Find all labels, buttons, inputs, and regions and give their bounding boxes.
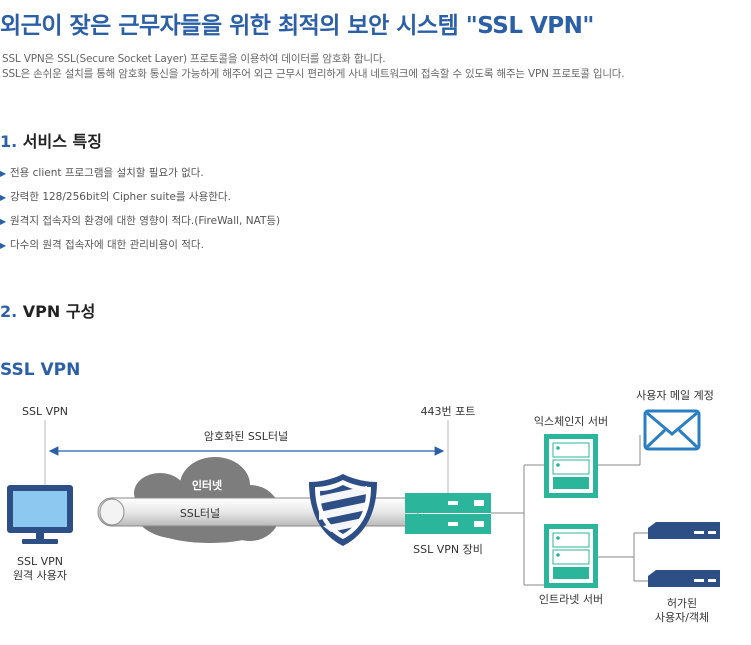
- ssl-vpn-device-icon: [405, 493, 491, 534]
- feature-text: 다수의 원격 접속자에 대한 관리비용이 적다.: [10, 239, 204, 251]
- connector-lines: [491, 435, 648, 586]
- label-ssl-vpn: SSL VPN: [22, 405, 68, 418]
- ssl-vpn-diagram: SSL VPN 443번 포트 암호화된 SSL터널 인터넷 SSL터널 SSL…: [7, 388, 720, 624]
- shield-icon: [309, 474, 377, 546]
- feature-item: ▶강력한 128/256bit의 Cipher suite를 사용한다.: [0, 190, 280, 214]
- bullet-icon: ▶: [0, 169, 7, 178]
- intro-line-1: SSL VPN은 SSL(Secure Socket Layer) 프로토콜을 …: [2, 53, 386, 65]
- feature-item: ▶전용 client 프로그램을 설치할 필요가 없다.: [0, 166, 280, 190]
- section-heading-features: 1. 서비스 특징: [0, 128, 102, 152]
- label-encrypted-tunnel: 암호화된 SSL터널: [204, 430, 288, 443]
- bullet-icon: ▶: [0, 217, 7, 226]
- feature-text: 전용 client 프로그램을 설치할 필요가 없다.: [10, 167, 204, 179]
- bullet-icon: ▶: [0, 193, 7, 202]
- label-internet: 인터넷: [192, 478, 222, 492]
- allowed-device-icon-1: [648, 522, 720, 539]
- section-title: VPN 구성: [22, 302, 96, 321]
- intranet-server-icon: [544, 524, 598, 588]
- section-heading-vpn: 2. VPN 구성: [0, 298, 95, 322]
- feature-item: ▶원격지 접속자의 환경에 대한 영향이 적다.(FireWall, NAT등): [0, 214, 280, 238]
- feature-list: ▶전용 client 프로그램을 설치할 필요가 없다. ▶강력한 128/25…: [0, 166, 280, 262]
- exchange-server-icon: [544, 434, 598, 498]
- label-remote-user-1: SSL VPN: [17, 555, 63, 568]
- feature-item: ▶다수의 원격 접속자에 대한 관리비용이 적다.: [0, 238, 280, 262]
- feature-text: 원격지 접속자의 환경에 대한 영향이 적다.(FireWall, NAT등): [10, 215, 281, 227]
- intro-line-2: SSL은 손쉬운 설치를 통해 암호화 통신을 가능하게 해주어 외근 근무시 …: [2, 68, 625, 80]
- section-title: 서비스 특징: [22, 132, 102, 151]
- label-ssl-tunnel: SSL터널: [180, 507, 220, 520]
- allowed-device-icon-2: [648, 570, 720, 587]
- diagram-heading: SSL VPN: [0, 360, 81, 380]
- feature-text: 강력한 128/256bit의 Cipher suite를 사용한다.: [10, 191, 231, 203]
- bullet-icon: ▶: [0, 241, 7, 250]
- section-number: 2.: [0, 302, 18, 321]
- label-port-443: 443번 포트: [421, 405, 476, 418]
- label-mail-account: 사용자 메일 계정: [636, 388, 714, 402]
- section-number: 1.: [0, 132, 18, 151]
- label-remote-user-2: 원격 사용자: [13, 569, 67, 582]
- page-title: 외근이 잦은 근무자들을 위한 최적의 보안 시스템 "SSL VPN": [0, 13, 594, 39]
- mail-icon: [643, 409, 701, 451]
- label-exchange-server: 익스체인지 서버: [534, 415, 608, 428]
- label-vpn-device: SSL VPN 장비: [413, 543, 483, 556]
- remote-user-monitor-icon: [7, 485, 73, 544]
- intro-text: SSL VPN은 SSL(Secure Socket Layer) 프로토콜을 …: [2, 52, 625, 82]
- label-intranet-server: 인트라넷 서버: [539, 593, 603, 606]
- label-allowed-1: 허가된: [667, 597, 697, 610]
- label-allowed-2: 사용자/객체: [655, 611, 709, 624]
